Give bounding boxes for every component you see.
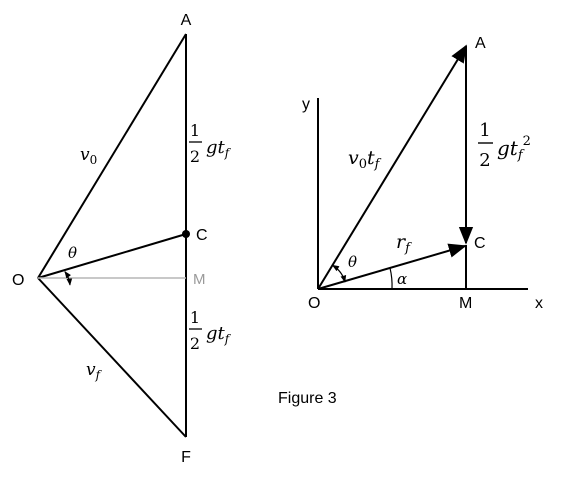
alpha-label: α — [397, 270, 407, 288]
upper-half-gtf-label: 1 2 gtf — [189, 121, 232, 166]
point-m-label-right: M — [459, 295, 472, 312]
right-diagram: y x A C O M v0tf 1 2 gtf2 rf θ α — [302, 35, 543, 312]
segment-oa — [37, 33, 187, 279]
lower-half-gtf-label: 1 2 gtf — [189, 308, 232, 353]
point-m-label: M — [193, 271, 206, 288]
svg-text:1: 1 — [190, 121, 200, 140]
point-a-label-right: A — [475, 35, 486, 52]
theta-label-right: θ — [348, 253, 357, 271]
theta-arc — [64, 271, 73, 286]
x-axis-label: x — [535, 295, 543, 312]
v0-label: v0 — [80, 145, 97, 167]
point-o-label-right: O — [308, 295, 320, 312]
point-f-label: F — [181, 449, 191, 466]
svg-text:2: 2 — [190, 334, 200, 353]
segment-of — [37, 277, 187, 438]
svg-text:2: 2 — [479, 150, 490, 171]
theta-label: θ — [68, 244, 77, 262]
rf-label: rf — [396, 231, 412, 256]
theta-arc-right — [331, 264, 347, 283]
y-axis-label: y — [302, 96, 310, 113]
figure-caption: Figure 3 — [278, 390, 337, 407]
point-a-label: A — [181, 12, 192, 29]
half-gtf2-label: 1 2 gtf2 — [478, 120, 531, 171]
v0tf-label: v0tf — [348, 147, 382, 172]
vector-v0tf — [317, 44, 467, 290]
alpha-arc — [389, 267, 393, 290]
svg-text:1: 1 — [479, 120, 490, 141]
svg-text:gtf: gtf — [206, 323, 232, 346]
svg-text:gtf2: gtf2 — [497, 134, 531, 163]
left-diagram: A C O M F v0 vf θ 1 2 gtf 1 2 — [12, 12, 232, 466]
vf-label: vf — [86, 360, 103, 382]
point-c-label-right: C — [474, 235, 486, 252]
svg-text:gtf: gtf — [206, 137, 232, 160]
point-c-label: C — [196, 227, 208, 244]
svg-text:1: 1 — [190, 308, 200, 327]
point-c-dot — [182, 230, 190, 238]
svg-text:2: 2 — [190, 147, 200, 166]
segment-oc — [37, 233, 187, 279]
point-o-label: O — [12, 272, 24, 289]
